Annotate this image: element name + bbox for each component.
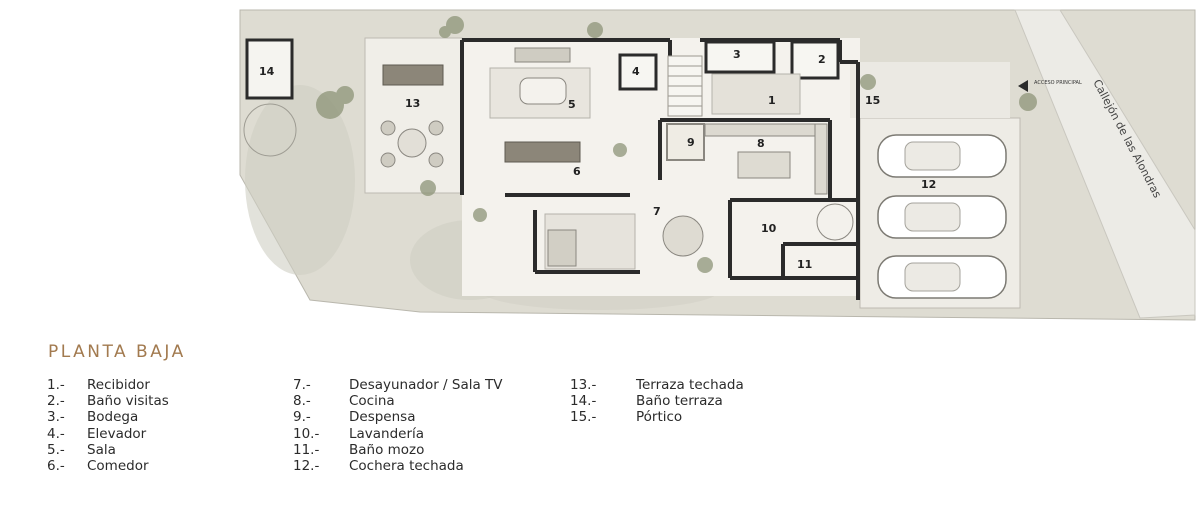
street-strip bbox=[1014, 9, 1196, 319]
legend-number: 11.- bbox=[293, 441, 320, 458]
legend-label: Pórtico bbox=[636, 409, 683, 426]
room-number: 13 bbox=[405, 97, 420, 110]
spiral-stair bbox=[816, 203, 854, 241]
car-icon bbox=[877, 134, 1007, 178]
room-number: 8 bbox=[757, 137, 765, 150]
portico-floor bbox=[850, 62, 1010, 118]
floor-plan: 1 2 3 4 5 6 7 8 9 10 11 12 13 14 15 ACCE… bbox=[239, 9, 1196, 321]
room-number: 10 bbox=[761, 222, 777, 235]
legend-label: Desayunador / Sala TV bbox=[349, 377, 503, 393]
coffee-table bbox=[519, 77, 567, 105]
room-number: 3 bbox=[733, 48, 741, 61]
legend-number: 2.- bbox=[47, 393, 65, 410]
room-number: 14 bbox=[259, 65, 275, 78]
tree-icon bbox=[243, 103, 297, 157]
legend-label: Lavandería bbox=[349, 425, 425, 442]
terrace-seat bbox=[380, 152, 396, 168]
legend-number: 13.- bbox=[570, 377, 597, 393]
room-number: 2 bbox=[818, 53, 826, 66]
dining-table bbox=[504, 141, 581, 163]
legend-label: Recibidor bbox=[87, 377, 150, 393]
legend-label: Baño mozo bbox=[349, 441, 425, 458]
plan-title: PLANTA BAJA bbox=[48, 342, 186, 362]
garden-wash bbox=[245, 85, 355, 275]
legend-number: 14.- bbox=[570, 393, 597, 410]
legend-label: Sala bbox=[87, 441, 116, 458]
access-arrow-icon bbox=[1018, 80, 1028, 92]
room-number: 9 bbox=[687, 136, 695, 149]
legend-label: Terraza techada bbox=[636, 377, 744, 393]
room-number: 6 bbox=[573, 165, 581, 178]
legend-label: Baño terraza bbox=[636, 393, 723, 410]
legend-number: 5.- bbox=[47, 441, 65, 458]
room-number: 1 bbox=[768, 94, 776, 107]
legend-number: 8.- bbox=[293, 393, 311, 410]
bath-visits-box bbox=[790, 40, 840, 80]
terrace-seat bbox=[428, 152, 444, 168]
rug-recibidor bbox=[711, 73, 801, 115]
car-icon bbox=[877, 195, 1007, 239]
stairs bbox=[667, 55, 703, 117]
legend-number: 6.- bbox=[47, 457, 65, 474]
legend-number: 10.- bbox=[293, 425, 320, 442]
legend-label: Baño visitas bbox=[87, 393, 169, 410]
legend-label: Comedor bbox=[87, 457, 149, 474]
legend-label: Cochera techada bbox=[349, 457, 464, 474]
tv-sofa bbox=[547, 229, 577, 267]
legend-label: Elevador bbox=[87, 425, 147, 442]
terrace-table bbox=[382, 64, 444, 86]
access-label: ACCESO PRINCIPAL bbox=[1034, 80, 1082, 86]
room-number: 5 bbox=[568, 98, 576, 111]
legend-number: 4.- bbox=[47, 425, 65, 442]
room-number: 11 bbox=[797, 258, 812, 271]
room-number: 7 bbox=[653, 205, 661, 218]
legend-number: 3.- bbox=[47, 409, 65, 426]
terrace-seat bbox=[428, 120, 444, 136]
legend-number: 12.- bbox=[293, 457, 320, 474]
breakfast-table bbox=[662, 215, 704, 257]
car-icon bbox=[877, 255, 1007, 299]
terrace-seat bbox=[380, 120, 396, 136]
elevator-box bbox=[618, 53, 658, 91]
pantry-box bbox=[666, 123, 705, 161]
bodega-box bbox=[704, 40, 776, 74]
legend-label: Cocina bbox=[349, 393, 395, 410]
legend-number: 15.- bbox=[570, 409, 597, 426]
legend-number: 9.- bbox=[293, 409, 311, 426]
kitchen-island bbox=[737, 151, 791, 179]
kitchen-counter-side bbox=[814, 123, 828, 195]
legend-number: 1.- bbox=[47, 377, 65, 393]
plant-icon bbox=[316, 16, 1037, 273]
sofa bbox=[514, 47, 571, 63]
legend-number: 7.- bbox=[293, 377, 311, 393]
legend-label: Bodega bbox=[87, 409, 139, 426]
legend-label: Despensa bbox=[349, 409, 416, 426]
terrace-lounge bbox=[397, 128, 427, 158]
room-number: 12 bbox=[921, 178, 936, 191]
room-number: 4 bbox=[632, 65, 640, 78]
room-number: 15 bbox=[865, 94, 880, 107]
terrace-bath-floor bbox=[245, 38, 294, 100]
kitchen-counter bbox=[704, 123, 818, 137]
terrace-floor bbox=[364, 37, 463, 194]
